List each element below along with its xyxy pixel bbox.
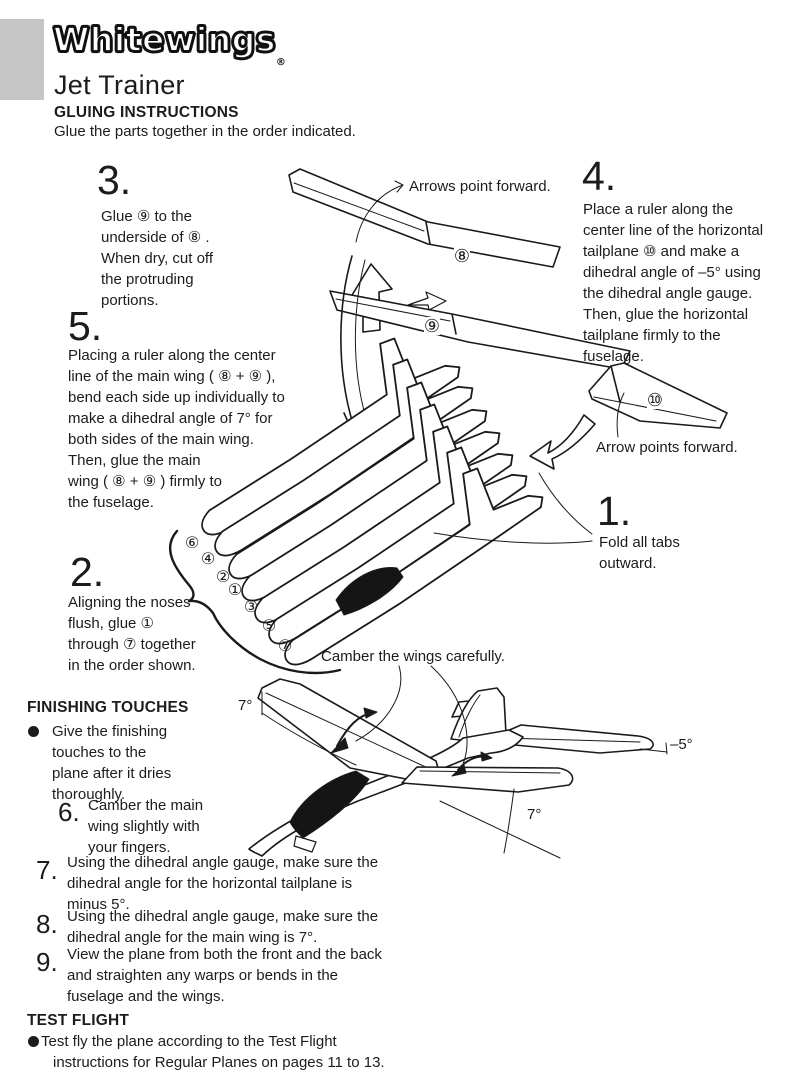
step-4-text: Place a ruler along the center line of t… [583, 201, 764, 365]
angle-label-main-wing-right: 7° [527, 806, 542, 823]
fuselage-stack-drawing [164, 315, 560, 671]
arrows-forward-leader [355, 180, 404, 243]
step-6-number: 6. [58, 797, 80, 827]
camber-wings-label: Camber the wings carefully. [321, 648, 505, 665]
stack-callout-6: ⑥ [184, 535, 200, 552]
step-2-number: 2. [70, 549, 105, 595]
stack-callout-2: ② [215, 569, 231, 586]
step-1-number: 1. [597, 488, 632, 534]
step-2-text: Aligning the noses flush, glue ① through… [68, 594, 196, 674]
stack-callout-3: ③ [243, 599, 259, 616]
angle-reference-lines [261, 691, 668, 859]
stack-callout-4: ④ [200, 551, 216, 568]
wing-part8-drawing [288, 168, 561, 268]
angle-label-main-wing-left: 7° [238, 697, 253, 714]
step-3-number: 3. [97, 157, 132, 203]
bullet-icon [28, 726, 39, 737]
corner-decoration-block [0, 19, 44, 100]
step-5-text: Placing a ruler along the center line of… [68, 347, 285, 511]
canopy-print [335, 567, 404, 616]
brand-logo: Whitewings® [52, 19, 287, 68]
step1-leaders [433, 472, 593, 544]
test-flight-heading: TEST FLIGHT [27, 1012, 130, 1029]
arrows-point-forward-label: Arrows point forward. [409, 178, 551, 195]
part-8-callout: ⑧ [453, 246, 471, 266]
registered-mark: ® [275, 57, 287, 68]
bullet-icon [28, 1036, 39, 1047]
stack-callout-7: ⑦ [277, 638, 293, 655]
finished-plane-drawing [248, 665, 668, 859]
gluing-intro: Glue the parts together in the order ind… [54, 123, 356, 140]
brand-logo-text: Whitewings [52, 19, 276, 60]
step-9-number: 9. [36, 947, 58, 977]
step-8-number: 8. [36, 909, 58, 939]
step-6-text: Camber the main wing slightly with your … [88, 797, 204, 856]
step-7-number: 7. [36, 855, 58, 885]
finishing-heading: FINISHING TOUCHES [27, 699, 189, 716]
step-7-text: Using the dihedral angle gauge, make sur… [67, 854, 379, 913]
step-1-text: Fold all tabs outward. [599, 534, 680, 572]
camber-label-leaders [355, 665, 468, 765]
gluing-heading: GLUING INSTRUCTIONS [54, 104, 239, 121]
test-flight-bullet-text: Test fly the plane according to the Test… [41, 1033, 385, 1071]
camber-arrow-icon [330, 707, 378, 754]
camber-arrow-icon [451, 751, 493, 777]
stack-callout-1: ① [227, 582, 243, 599]
nose-brace [168, 529, 342, 675]
step-4-number: 4. [582, 153, 617, 199]
part-9-callout: ⑨ [423, 316, 441, 336]
step-3-text: Glue ⑨ to the underside of ⑧ . When dry,… [101, 208, 213, 309]
page-title: Jet Trainer [54, 70, 185, 100]
step-8-text: Using the dihedral angle gauge, make sur… [67, 908, 379, 946]
step-9-text: View the plane from both the front and t… [67, 946, 382, 1005]
curved-arrow-icon [529, 414, 596, 470]
canopy-print [289, 770, 370, 839]
arrow-points-forward-label: Arrow points forward. [596, 439, 738, 456]
step-5-number: 5. [68, 303, 103, 349]
stack-callout-5: ⑤ [261, 618, 277, 635]
angle-label-tailplane: –5° [670, 736, 693, 753]
part-10-callout: ⑩ [646, 390, 664, 410]
finishing-bullet-text: Give the finishing touches to the plane … [52, 723, 172, 803]
